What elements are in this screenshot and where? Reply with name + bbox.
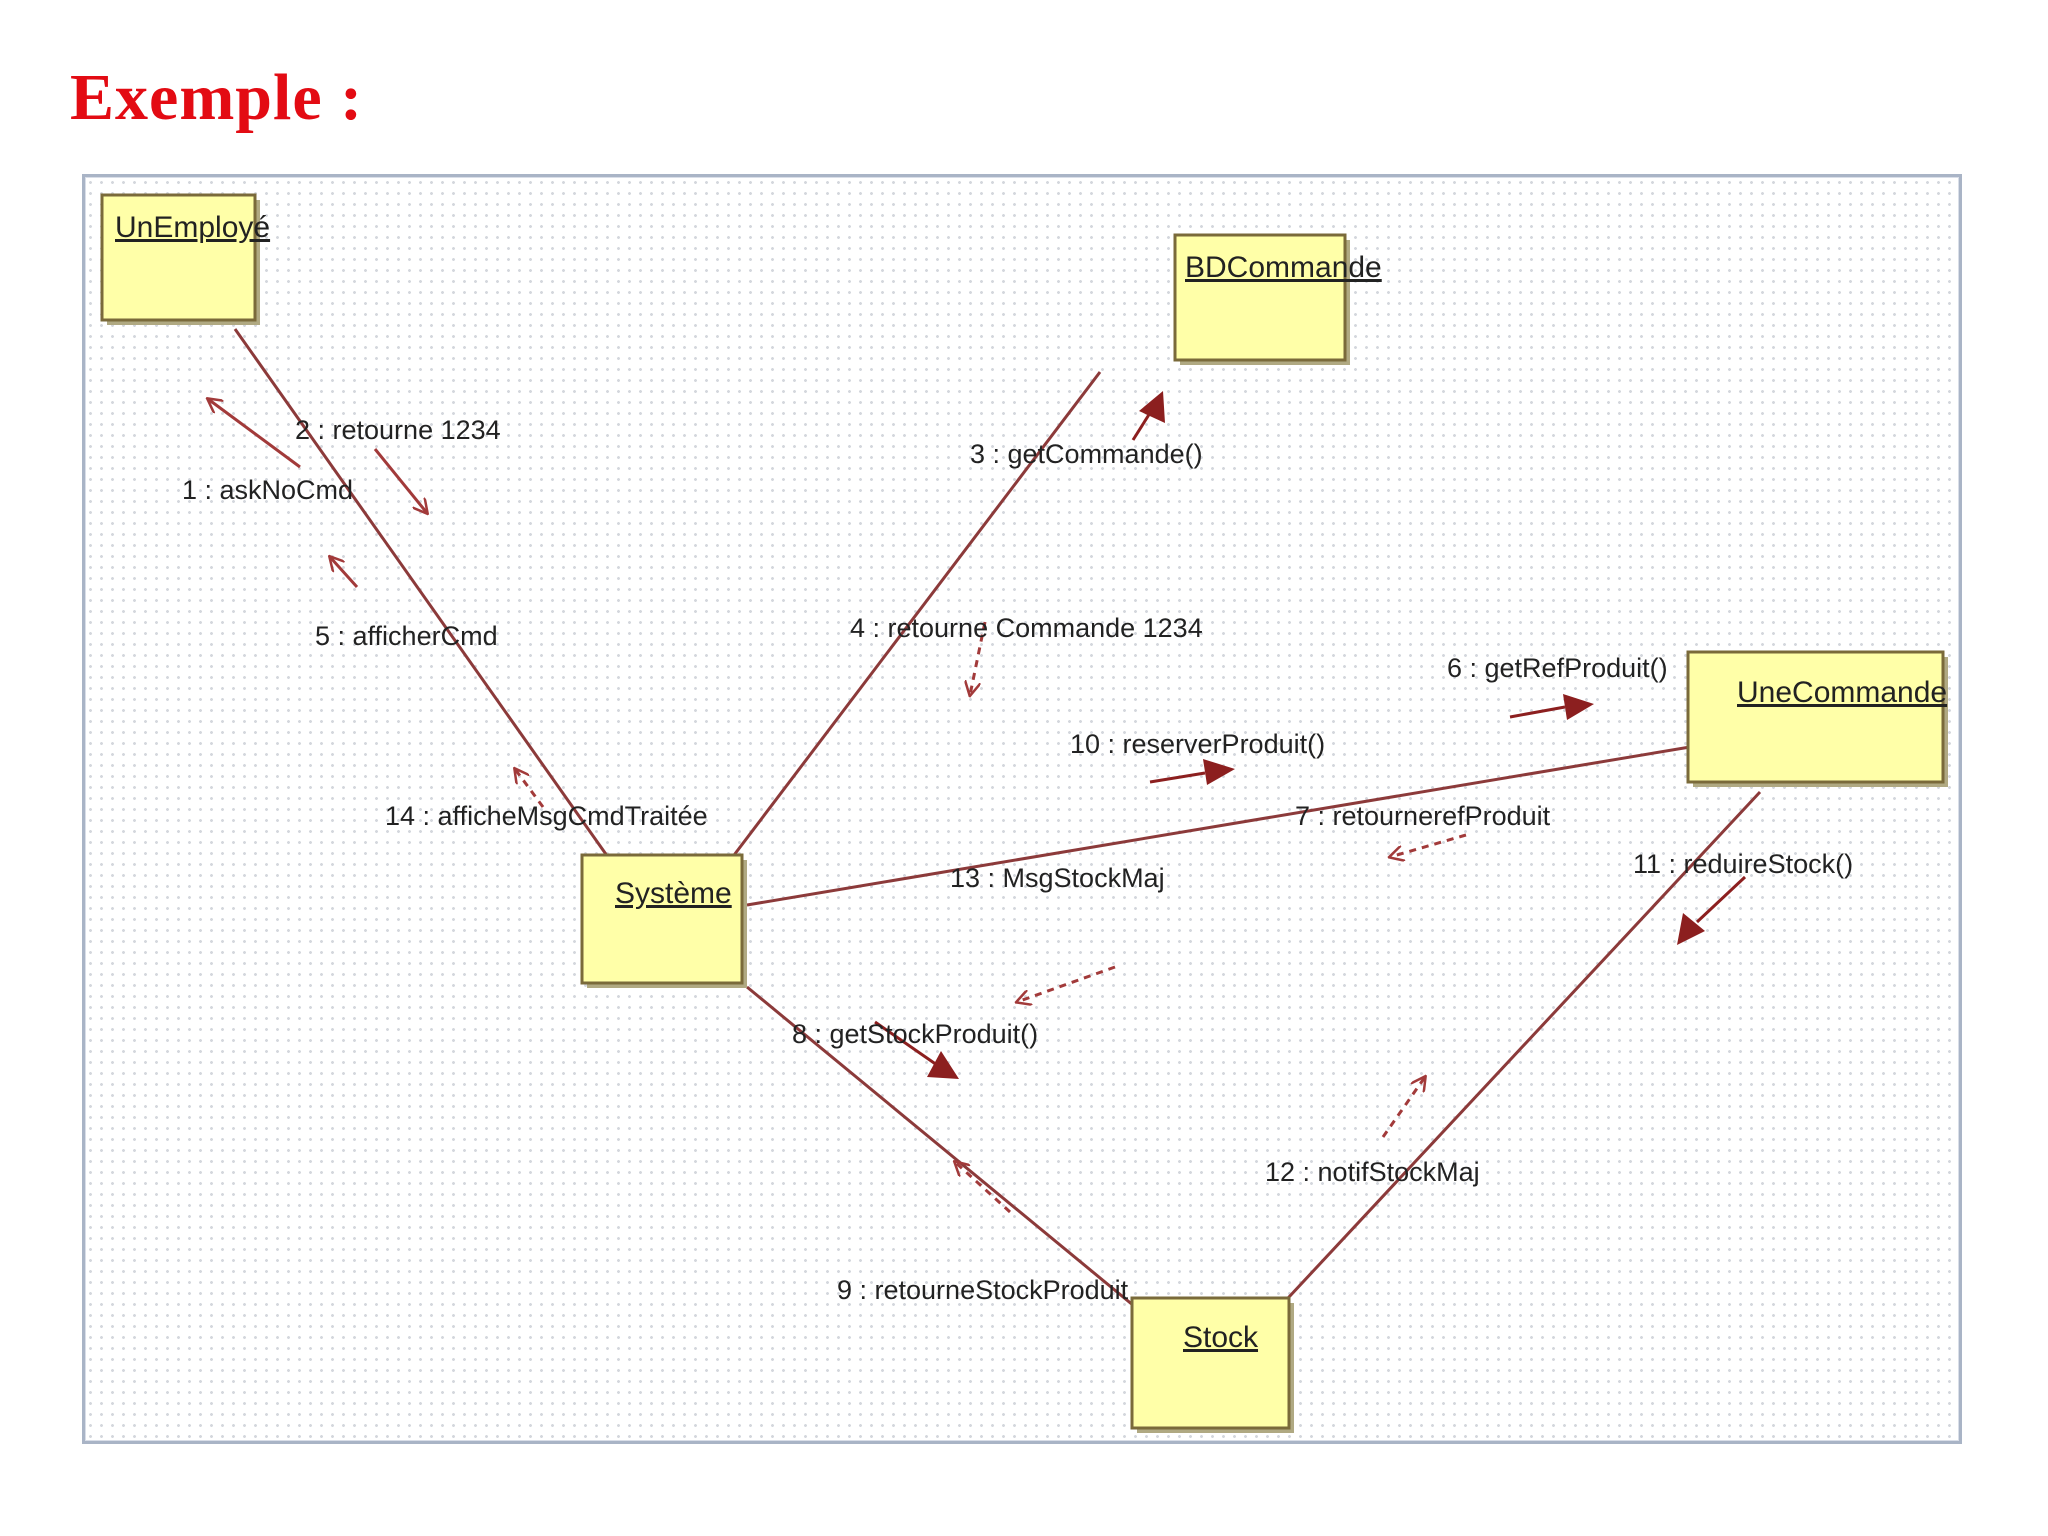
- collaboration-diagram: UnEmployé BDCommande UneCommande Système…: [82, 174, 1962, 1444]
- page-title: Exemple :: [70, 61, 364, 134]
- object-unemploye[interactable]: UnEmployé: [100, 193, 270, 325]
- message-6-label: 6 : getRefProduit(): [1447, 653, 1668, 683]
- message-5-arrow: [330, 557, 359, 589]
- message-8-arrow: [874, 1020, 938, 1067]
- message-4-label: 4 : retourne Commande 1234: [850, 613, 1203, 643]
- object-name: UneCommande: [1737, 676, 1947, 709]
- object-name: UnEmployé: [115, 211, 270, 244]
- object-name: Système: [615, 877, 732, 910]
- message-13-label: 13 : MsgStockMaj: [950, 863, 1165, 893]
- message-9-arrow: [955, 1162, 1012, 1214]
- message-9-label: 9 : retourneStockProduit: [837, 1275, 1129, 1305]
- message-1-arrow: [208, 399, 301, 469]
- object-name: Stock: [1183, 1321, 1259, 1354]
- object-unecommande[interactable]: UneCommande: [1686, 650, 1948, 787]
- message-2-arrow: [373, 448, 427, 513]
- message-11-arrow: [1695, 875, 1747, 924]
- message-13-arrow: [1017, 965, 1116, 1002]
- message-10-head: [1203, 759, 1235, 785]
- message-7-label: 7 : retournerefProduit: [1295, 801, 1551, 831]
- object-stock[interactable]: Stock: [1130, 1296, 1294, 1433]
- message-3-arrow: [1131, 412, 1152, 441]
- message-11-label: 11 : reduireStock(): [1633, 849, 1853, 879]
- object-name: BDCommande: [1185, 251, 1382, 284]
- message-12-label: 12 : notifStockMaj: [1265, 1157, 1480, 1187]
- message-5-label: 5 : afficherCmd: [315, 621, 498, 651]
- message-7-arrow: [1390, 833, 1467, 857]
- object-systeme[interactable]: Système: [580, 853, 747, 988]
- object-bdcommande[interactable]: BDCommande: [1173, 233, 1382, 365]
- link-unecommande-stock: [1273, 790, 1762, 1314]
- message-11-head: [1677, 913, 1705, 945]
- message-1-label: 1 : askNoCmd: [182, 475, 353, 505]
- message-10-arrow: [1149, 771, 1206, 784]
- message-8-label: 8 : getStockProduit(): [792, 1019, 1038, 1049]
- message-6-arrow: [1509, 705, 1566, 719]
- link-unemploye-systeme: [233, 328, 617, 868]
- message-14-label: 14 : afficheMsgCmdTraitée: [385, 801, 708, 831]
- link-systeme-bdcommande: [723, 371, 1102, 868]
- link-systeme-unecommande: [746, 745, 1691, 907]
- message-3-label: 3 : getCommande(): [970, 439, 1203, 469]
- message-2-label: 2 : retourne 1234: [295, 415, 501, 445]
- message-10-label: 10 : reserverProduit(): [1070, 729, 1325, 759]
- link-systeme-stock: [746, 985, 1146, 1317]
- message-3-head: [1139, 391, 1165, 423]
- message-14-arrow: [515, 769, 545, 808]
- message-12-arrow: [1381, 1077, 1425, 1138]
- diagram-canvas: UnEmployé BDCommande UneCommande Système…: [100, 193, 1948, 1433]
- message-8-head: [927, 1051, 959, 1079]
- message-6-head: [1563, 694, 1594, 720]
